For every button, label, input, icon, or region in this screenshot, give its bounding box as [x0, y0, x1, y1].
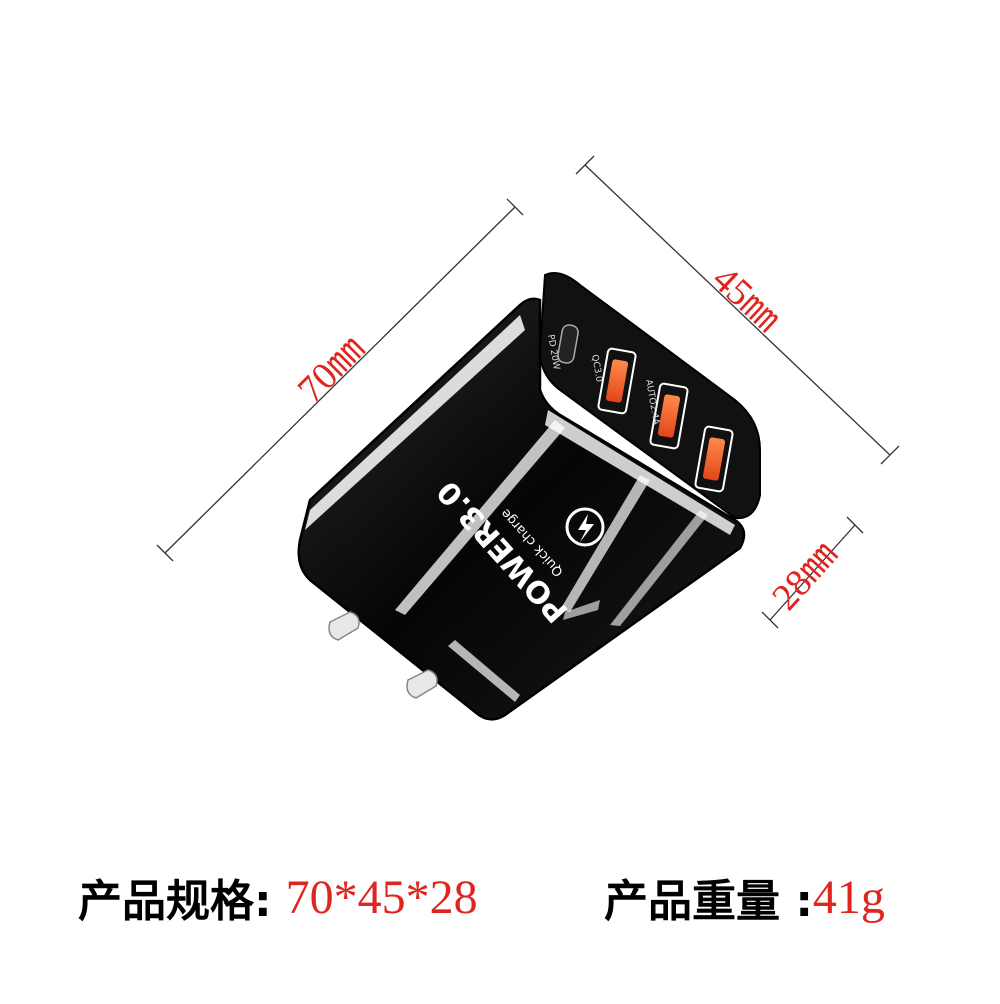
size-spec-value: 70*45*28 — [285, 870, 478, 924]
port-label-qc: QC3.0 — [589, 354, 604, 383]
size-spec-label: 产品规格: — [78, 876, 272, 927]
usb-port-2 — [649, 382, 689, 450]
usb-c-port — [557, 324, 579, 364]
plug-prong-1 — [328, 611, 360, 641]
usb-port-1 — [597, 347, 637, 415]
weight-spec-value: 41g — [812, 870, 885, 924]
dimension-line-28 — [761, 516, 864, 629]
dimension-label-45: 45㎜ — [704, 258, 788, 341]
charger-body: PD 20W QC3.0 AUTO2.4A POWER3.0 Quick cha… — [297, 272, 761, 721]
dimension-line-45 — [575, 155, 900, 465]
dimension-line-70 — [156, 198, 524, 562]
plug-prong-2 — [406, 669, 438, 699]
weight-spec-label: 产品重量 : — [604, 876, 813, 927]
usb-port-3 — [694, 425, 734, 493]
size-spec: 产品规格: 70*45*28 — [78, 862, 478, 932]
dimension-label-70: 70㎜ — [290, 328, 373, 411]
dimension-label-28: 28㎜ — [764, 534, 846, 619]
weight-spec: 产品重量 : 41g — [604, 862, 885, 932]
